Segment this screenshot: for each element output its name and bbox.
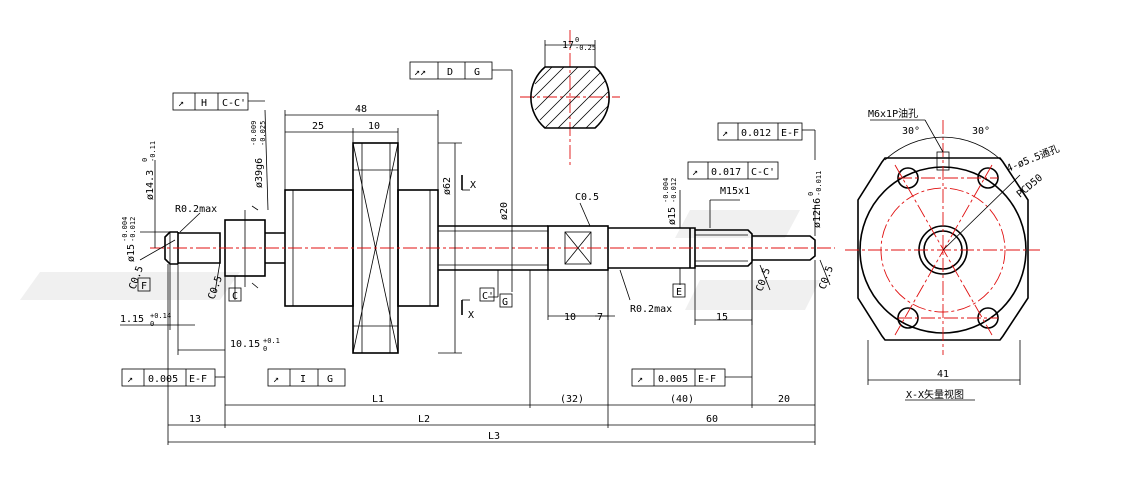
dim-13: 13 bbox=[189, 414, 201, 425]
hole-spec: 4-ø5.5通孔 bbox=[1005, 143, 1062, 175]
chamfer-c05-endr: C0.5 bbox=[817, 265, 836, 291]
svg-text:+0.1: +0.1 bbox=[263, 337, 280, 345]
svg-text:-0.11: -0.11 bbox=[149, 141, 157, 162]
gdt-frame-4: ↗ 0.017 C-C' bbox=[687, 161, 779, 180]
section-mark-x-bottom: X bbox=[468, 310, 474, 321]
svg-text:↗: ↗ bbox=[127, 374, 133, 385]
runout-symbol: ↗ bbox=[178, 98, 184, 109]
angle-30-right: 30° bbox=[972, 126, 990, 137]
dim-17: 17 bbox=[562, 40, 574, 51]
dim-phi62: ø62 bbox=[442, 177, 453, 195]
thread-m15: M15x1 bbox=[720, 186, 750, 197]
dim-41: 41 bbox=[937, 369, 949, 380]
gdt-frame-5: ↗ 0.005 E-F bbox=[121, 368, 216, 387]
datum-labels: F C C' G E bbox=[137, 277, 686, 308]
dim-25: 25 bbox=[312, 121, 324, 132]
dim-l3: L3 bbox=[488, 431, 500, 442]
gdt-2-ref2: G bbox=[474, 67, 480, 78]
dim-7: 7 bbox=[597, 312, 603, 323]
oil-hole-label: M6x1P油孔 bbox=[868, 107, 918, 120]
dim-phi39: ø39g6 bbox=[254, 158, 265, 188]
svg-text:0: 0 bbox=[150, 320, 154, 328]
svg-text:-0.012: -0.012 bbox=[129, 217, 137, 242]
datum-f: F bbox=[141, 281, 147, 292]
dim-1-15: 1.15 bbox=[120, 314, 144, 325]
svg-text:↗: ↗ bbox=[722, 128, 728, 139]
dimension-texts: 48 25 10 17 0 -0.25 ø62 ø20 ø39g6 -0.009… bbox=[120, 36, 949, 442]
gdt-1-ref: H bbox=[201, 98, 207, 109]
fillet-r02-right: R0.2max bbox=[630, 304, 672, 315]
end-view-texts: M6x1P油孔 30° 30° 4-ø5.5通孔 PCD50 X-X矢量视图 bbox=[868, 107, 1061, 401]
svg-text:-0.009: -0.009 bbox=[250, 121, 258, 146]
svg-text:↗: ↗ bbox=[637, 374, 643, 385]
dim-phi12: ø12h6 bbox=[812, 198, 823, 228]
svg-text:-0.011: -0.011 bbox=[815, 171, 823, 196]
svg-text:0: 0 bbox=[141, 158, 149, 162]
gdt-3-ref: E-F bbox=[781, 128, 799, 139]
gdt-4-tol: 0.017 bbox=[711, 167, 741, 178]
gdt-frame-6: ↗ I G bbox=[267, 368, 346, 387]
svg-text:↗: ↗ bbox=[273, 374, 279, 385]
dim-10b: 10 bbox=[564, 312, 576, 323]
view-caption: X-X矢量视图 bbox=[906, 388, 964, 401]
datum-c: C bbox=[232, 291, 238, 302]
gdt-frame-7: ↗ 0.005 E-F bbox=[631, 368, 726, 387]
total-runout-symbol: ↗↗ bbox=[414, 67, 426, 78]
gdt-frame-3: ↗ 0.012 E-F bbox=[717, 122, 803, 141]
gdt-6-ref: I bbox=[300, 374, 306, 385]
gdt-frame-2: ↗↗ D G bbox=[409, 61, 493, 80]
dim-15: 15 bbox=[716, 312, 728, 323]
dim-phi14-3: ø14.3 bbox=[145, 170, 156, 200]
dim-32: (32) bbox=[560, 394, 584, 405]
datum-g: G bbox=[502, 297, 508, 308]
dim-60: 60 bbox=[706, 414, 718, 425]
dim-20: 20 bbox=[778, 394, 790, 405]
chamfer-c05-mid: C0.5 bbox=[575, 192, 599, 203]
gdt-4-ref: C-C' bbox=[751, 167, 775, 178]
svg-text:-0.004: -0.004 bbox=[662, 178, 670, 203]
gdt-frame-1: ↗ H C-C' bbox=[172, 92, 249, 111]
gdt-3-tol: 0.012 bbox=[741, 128, 771, 139]
section-d bbox=[530, 40, 610, 129]
gdt-7-ref: E-F bbox=[698, 374, 716, 385]
svg-text:0: 0 bbox=[263, 345, 267, 353]
gdt-6-ref2: G bbox=[327, 374, 333, 385]
fillet-r02-left: R0.2max bbox=[175, 204, 217, 215]
svg-text:0: 0 bbox=[807, 192, 815, 196]
gdt-5-ref: E-F bbox=[189, 374, 207, 385]
dimension-lines bbox=[120, 69, 831, 445]
dim-phi15-right: ø15 bbox=[667, 207, 678, 225]
angle-30-left: 30° bbox=[902, 126, 920, 137]
dim-40: (40) bbox=[670, 394, 694, 405]
dim-48: 48 bbox=[355, 104, 367, 115]
dim-phi20: ø20 bbox=[499, 202, 510, 220]
end-view-centerlines bbox=[845, 120, 1040, 355]
svg-text:-0.012: -0.012 bbox=[670, 178, 678, 203]
gdt-2-ref: D bbox=[447, 67, 453, 78]
gdt-1-ref2: C-C' bbox=[222, 98, 246, 109]
dim-phi15-left: ø15 bbox=[126, 244, 137, 262]
dim-l2: L2 bbox=[418, 414, 430, 425]
watermark bbox=[20, 210, 820, 310]
svg-text:+0.14: +0.14 bbox=[150, 312, 171, 320]
dim-l1: L1 bbox=[372, 394, 384, 405]
svg-text:-0.004: -0.004 bbox=[121, 217, 129, 242]
dim-17-tol: 0 bbox=[575, 36, 579, 44]
end-view-dims bbox=[867, 119, 1021, 401]
gdt-5-tol: 0.005 bbox=[148, 374, 178, 385]
datum-c-prime: C' bbox=[482, 291, 494, 302]
section-mark-x-top: X bbox=[470, 180, 476, 191]
dim-10-15: 10.15 bbox=[230, 339, 260, 350]
svg-text:↗: ↗ bbox=[692, 167, 698, 178]
dim-17-tol2: -0.25 bbox=[575, 44, 596, 52]
svg-text:-0.025: -0.025 bbox=[259, 121, 267, 146]
datum-e: E bbox=[676, 287, 682, 298]
gdt-7-tol: 0.005 bbox=[658, 374, 688, 385]
dim-10: 10 bbox=[368, 121, 380, 132]
